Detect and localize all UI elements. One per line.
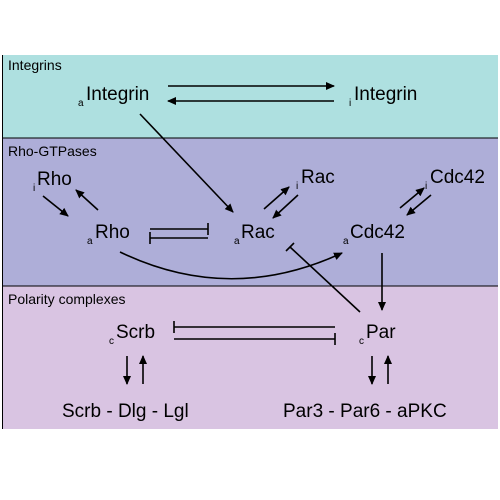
node-inactive-rho: i Rho [33, 169, 72, 194]
node-cortical-scrb-subscript: c [109, 336, 114, 347]
node-active-rho-subscript: a [87, 236, 93, 247]
section-title-polarity-complexes: Polarity complexes [8, 291, 126, 307]
node-active-rac: a Rac [234, 222, 275, 247]
section-title-rho-gtpases: Rho-GTPases [8, 143, 97, 159]
edge-inactive-to-active-cdc42 [406, 194, 432, 216]
node-cortical-scrb-label: Scrb [116, 322, 155, 343]
edge-active-to-inactive-rac [263, 186, 290, 210]
edge-active-to-inactive-rho [75, 189, 99, 211]
section-title-integrins: Integrins [8, 57, 62, 73]
edge-scrb-par-mutual-inhibition [173, 321, 336, 345]
integrins-band [2, 55, 498, 138]
node-par-complex: Par3 - Par6 - aPKC [283, 401, 447, 422]
node-inactive-integrin-label: Integrin [354, 84, 417, 105]
node-active-cdc42: a Cdc42 [343, 222, 405, 247]
node-scrb-complex: Scrb - Dlg - Lgl [62, 401, 189, 422]
node-inactive-cdc42-label: Cdc42 [430, 167, 485, 188]
node-active-cdc42-label: Cdc42 [350, 222, 405, 243]
node-inactive-rho-subscript: i [33, 183, 35, 194]
node-active-cdc42-subscript: a [343, 236, 349, 247]
edge-inactive-to-active-rho [42, 195, 69, 217]
node-active-rac-subscript: a [234, 236, 240, 247]
node-cortical-par-subscript: c [359, 336, 364, 347]
rho-gtpases-band [2, 138, 498, 286]
node-inactive-integrin-subscript: i [349, 98, 351, 109]
node-active-rho: a Rho [87, 222, 130, 247]
node-inactive-integrin: i Integrin [349, 84, 417, 109]
node-active-rho-label: Rho [95, 222, 130, 243]
node-cortical-par-label: Par [366, 322, 396, 343]
polarity-complexes-band [2, 286, 498, 429]
node-inactive-cdc42: i Cdc42 [425, 167, 485, 192]
node-inactive-rac-subscript: i [296, 181, 298, 192]
node-active-integrin-label: Integrin [86, 84, 149, 105]
edge-integrin-activates-rac [139, 113, 234, 213]
edge-rho-rac-mutual-inhibition [149, 223, 209, 244]
node-cortical-par: c Par [359, 322, 396, 347]
node-active-integrin-subscript: a [78, 98, 84, 109]
node-inactive-rho-label: Rho [37, 169, 72, 190]
edge-rho-activates-cdc42 [119, 251, 343, 280]
node-cortical-scrb: c Scrb [109, 322, 155, 347]
edge-active-to-inactive-cdc42 [399, 187, 425, 209]
node-inactive-rac: i Rac [296, 167, 335, 192]
node-active-integrin: a Integrin [78, 84, 149, 109]
edge-par-inhibits-rac [285, 242, 361, 313]
edge-inactive-to-active-rac [272, 194, 299, 219]
node-inactive-cdc42-subscript: i [425, 181, 427, 192]
node-inactive-rac-label: Rac [301, 167, 335, 188]
node-active-rac-label: Rac [241, 222, 275, 243]
